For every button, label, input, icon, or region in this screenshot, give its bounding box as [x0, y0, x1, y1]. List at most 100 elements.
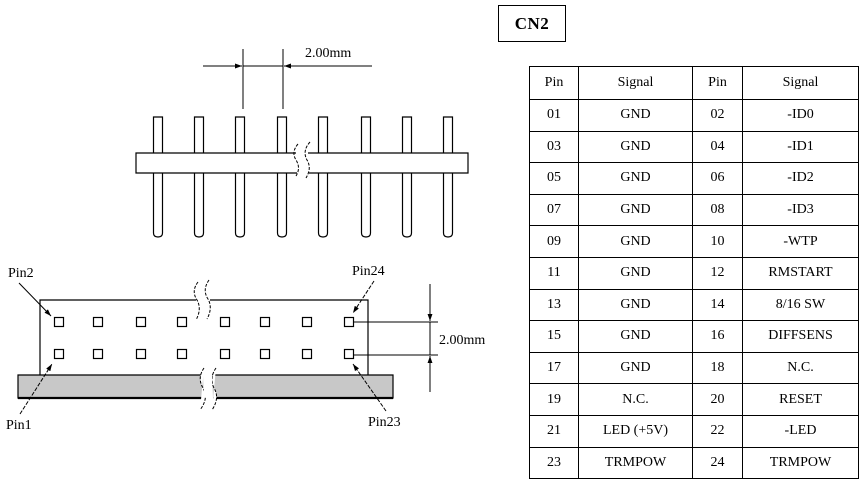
pin-square-odd [301, 348, 313, 360]
pin-square-odd [219, 348, 231, 360]
bar-right [308, 152, 469, 174]
signal-name: -ID0 [742, 99, 859, 132]
pin-number: 09 [529, 225, 579, 258]
side-pins [152, 116, 454, 238]
signal-name: GND [578, 99, 693, 132]
pin-number: 16 [692, 320, 743, 353]
signal-name: GND [578, 351, 693, 385]
label-pin1: Pin1 [6, 418, 32, 433]
header-pin [317, 116, 329, 238]
pin-square-even [92, 316, 104, 328]
pin-number: 12 [692, 256, 743, 290]
leader-pin1 [19, 363, 53, 415]
header-pin-a: Pin [529, 66, 579, 100]
signal-name: -ID2 [742, 162, 859, 195]
break-symbol-base-2 [211, 367, 218, 411]
bar-left [135, 152, 297, 174]
pin-square-even [301, 316, 313, 328]
header-pin [442, 116, 454, 238]
pin-square-odd [92, 348, 104, 360]
pin-square-even [176, 316, 188, 328]
leader-pin2 [18, 282, 52, 317]
break-symbol-2 [304, 141, 311, 179]
pin-number: 15 [529, 320, 579, 353]
pin-number: 20 [692, 383, 743, 416]
pin-number: 11 [529, 256, 579, 290]
base-break-gap [204, 376, 212, 397]
side-view: 2.00mm [135, 46, 469, 238]
leader-pin23 [352, 363, 387, 412]
housing-left [39, 299, 196, 375]
signal-name: GND [578, 130, 693, 164]
table-header-row: Pin Signal Pin Signal [529, 66, 859, 100]
top-pins [53, 316, 355, 360]
signal-name: -ID3 [742, 193, 859, 227]
signal-name: RMSTART [742, 256, 859, 290]
top-view: 2.00mm Pin2 Pin1 Pin24 Pin23 [6, 264, 485, 433]
pin-square-odd [176, 348, 188, 360]
pitch-label: 2.00mm [305, 46, 351, 61]
signal-name: TRMPOW [578, 446, 693, 480]
pin-number: 02 [692, 99, 743, 132]
pin-number: 14 [692, 288, 743, 322]
signal-name: -LED [742, 414, 859, 448]
break-symbol-top-2 [204, 279, 211, 320]
signal-name: TRMPOW [742, 446, 859, 480]
signal-name: GND [578, 225, 693, 258]
header-signal-a: Signal [578, 66, 693, 100]
leader-pin24 [352, 280, 375, 314]
header-pin [234, 116, 246, 238]
base-left [17, 374, 204, 399]
signal-name: 8/16 SW [742, 288, 859, 322]
pin-number: 21 [529, 414, 579, 448]
pin-number: 10 [692, 225, 743, 258]
break-symbol-top-1 [193, 281, 200, 321]
header-pin [152, 116, 164, 238]
signal-name: GND [578, 256, 693, 290]
pin-square-even [219, 316, 231, 328]
header-pin [193, 116, 205, 238]
pin-number: 24 [692, 446, 743, 480]
header-pin [401, 116, 413, 238]
pin-number: 04 [692, 130, 743, 164]
header-signal-b: Signal [742, 66, 859, 100]
header-pin [360, 116, 372, 238]
row-pitch-dimension: 2.00mm [354, 284, 485, 392]
pitch-dimension: 2.00mm [203, 46, 372, 109]
pin-number: 17 [529, 351, 579, 385]
pin-number: 05 [529, 162, 579, 195]
signal-name: GND [578, 288, 693, 322]
pin-square-odd [53, 348, 65, 360]
pin-square-odd [259, 348, 271, 360]
row-pitch-label: 2.00mm [439, 333, 485, 348]
label-pin23: Pin23 [368, 415, 401, 430]
pin-square-even [53, 316, 65, 328]
signal-name: LED (+5V) [578, 414, 693, 448]
pin-square-odd [135, 348, 147, 360]
pin-square-even [259, 316, 271, 328]
pin-number: 03 [529, 130, 579, 164]
signal-name: DIFFSENS [742, 320, 859, 353]
header-bar [135, 141, 469, 179]
housing-right [210, 299, 369, 375]
header-pin-b: Pin [692, 66, 743, 100]
signal-name: -ID1 [742, 130, 859, 164]
pin-square-even [343, 316, 355, 328]
pin-number: 22 [692, 414, 743, 448]
signal-name: GND [578, 320, 693, 353]
pin-number: 13 [529, 288, 579, 322]
pin-number: 06 [692, 162, 743, 195]
